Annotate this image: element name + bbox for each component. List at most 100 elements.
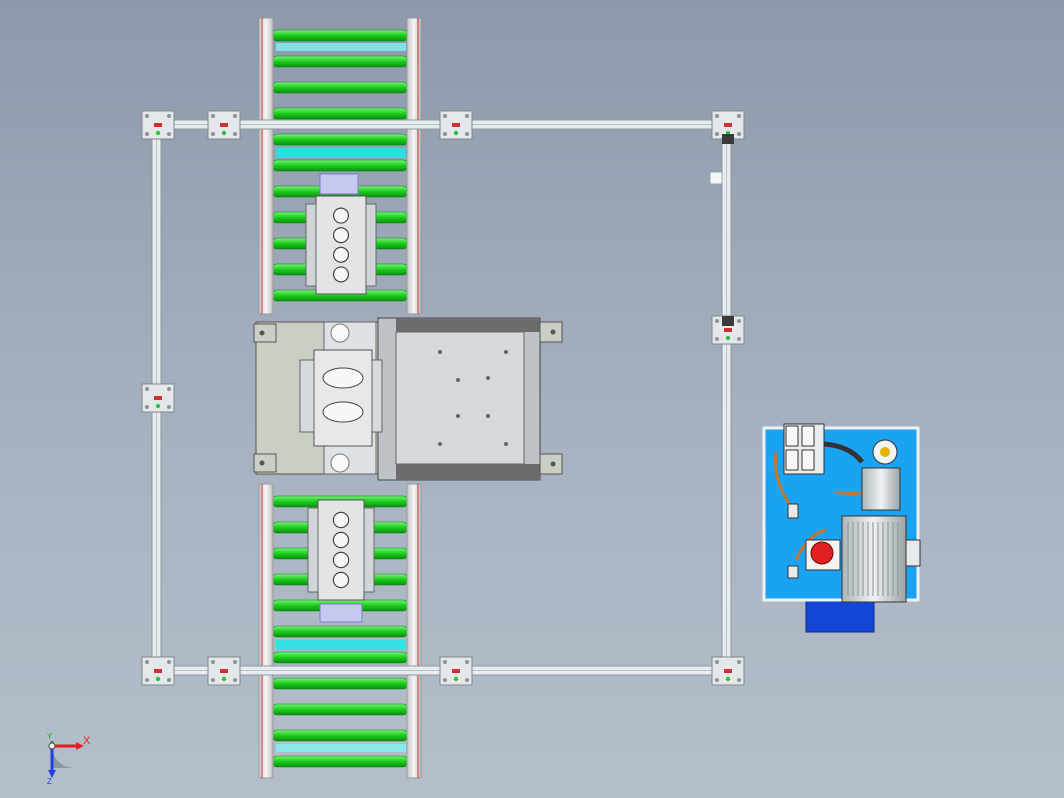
table-hole xyxy=(456,414,460,418)
plate-bolt xyxy=(465,114,469,118)
work-table-bottom-rail xyxy=(396,464,540,480)
plate-bolt xyxy=(233,678,237,682)
conveyor-upper-cyan-strip-2 xyxy=(276,148,406,158)
plate-marker xyxy=(452,123,460,127)
plate-bolt xyxy=(211,132,215,136)
conveyor-roller xyxy=(271,107,409,120)
table-hole xyxy=(438,442,442,446)
motor-cooling-fins xyxy=(847,522,899,596)
mount-hole xyxy=(550,329,556,335)
axis-origin xyxy=(48,742,56,750)
plate-bolt xyxy=(737,660,741,664)
conveyor-roller xyxy=(271,625,409,638)
plate-bolt xyxy=(737,678,741,682)
motor-terminal-box xyxy=(905,539,921,567)
valve-solenoid xyxy=(801,425,815,447)
table-hole xyxy=(438,350,442,354)
plate-marker xyxy=(725,335,731,341)
small-filter xyxy=(787,503,799,519)
frame-corner-plates xyxy=(141,110,745,686)
y-axis-label: Y xyxy=(47,732,53,741)
plate-bolt xyxy=(167,678,171,682)
conveyor-roller xyxy=(271,55,409,68)
plate-marker xyxy=(725,676,731,682)
valve-solenoid xyxy=(785,425,799,447)
engine-block-flange xyxy=(371,359,383,433)
plate-marker xyxy=(220,123,228,127)
plate-bolt xyxy=(211,114,215,118)
conveyor-upper-stopper-plate xyxy=(319,173,359,195)
engine-block-fixture xyxy=(299,349,383,447)
conveyor-upper-left-rail xyxy=(258,17,274,315)
conveyor-lower-cyan-strip-2 xyxy=(276,744,406,752)
plate-bolt xyxy=(211,660,215,664)
conveyor-lower-right-rail xyxy=(406,483,422,779)
hydraulic-pipe xyxy=(773,451,794,509)
plate-bolt xyxy=(167,114,171,118)
plate-bolt xyxy=(233,114,237,118)
plate-bolt xyxy=(167,405,171,409)
emergency-stop-button xyxy=(810,541,834,565)
plate-bolt xyxy=(211,678,215,682)
hydraulic-panel-frame xyxy=(762,426,920,602)
work-table-plate xyxy=(395,331,525,465)
conveyor-roller xyxy=(271,677,409,690)
plate-marker xyxy=(453,676,459,682)
plate-bolt xyxy=(715,114,719,118)
sensor-bracket xyxy=(722,134,734,144)
axis-triad xyxy=(48,741,84,778)
z-axis-label: Z xyxy=(47,777,52,786)
plate-bolt xyxy=(145,387,149,391)
fixture-mount-ear xyxy=(253,453,277,473)
conveyor-roller xyxy=(271,755,409,768)
crankcase-bore xyxy=(322,367,364,389)
valve-solenoid xyxy=(785,449,799,471)
plate-bolt xyxy=(443,132,447,136)
plate-marker xyxy=(221,130,227,136)
engine-block-flange xyxy=(363,507,375,593)
mount-hole xyxy=(259,460,265,466)
conveyor-lower-cyan-strip-1 xyxy=(276,640,406,650)
plate-bolt xyxy=(145,678,149,682)
plate-bolt xyxy=(167,660,171,664)
work-table-holes xyxy=(438,350,508,446)
plate-marker xyxy=(155,130,161,136)
engine-block-flange xyxy=(299,359,315,433)
conveyor-lower-stopper-plate xyxy=(319,603,363,623)
plate-marker xyxy=(724,328,732,332)
plate-bolt xyxy=(715,678,719,682)
conveyor-roller xyxy=(271,729,409,742)
conveyor-lower-left-rail xyxy=(258,483,274,779)
plate-marker xyxy=(155,676,161,682)
engine-block-flange xyxy=(307,507,319,593)
plate-bolt xyxy=(737,132,741,136)
plate-bolt xyxy=(443,660,447,664)
hydraulic-hose xyxy=(823,441,864,464)
crankcase-bore xyxy=(322,401,364,423)
mount-hole xyxy=(259,330,265,336)
plate-marker xyxy=(220,669,228,673)
plate-bolt xyxy=(145,114,149,118)
plate-bolt xyxy=(715,660,719,664)
plate-marker xyxy=(155,403,161,409)
conveyor-roller xyxy=(271,29,409,42)
plate-bolt xyxy=(465,660,469,664)
small-filter xyxy=(787,565,799,579)
conveyor-roller xyxy=(271,133,409,146)
aluminium-frame xyxy=(141,110,745,686)
x-axis-label: X xyxy=(83,735,91,747)
plate-marker xyxy=(724,669,732,673)
table-hole xyxy=(504,442,508,446)
pump-coupling xyxy=(861,467,901,511)
conveyor-roller xyxy=(271,81,409,94)
conveyor-roller xyxy=(271,159,409,172)
sensor-bracket xyxy=(709,171,723,185)
plate-bolt xyxy=(715,132,719,136)
plate-marker xyxy=(724,123,732,127)
conveyor-roller xyxy=(271,651,409,664)
plate-bolt xyxy=(715,337,719,341)
plate-bolt xyxy=(145,660,149,664)
table-hole xyxy=(486,414,490,418)
